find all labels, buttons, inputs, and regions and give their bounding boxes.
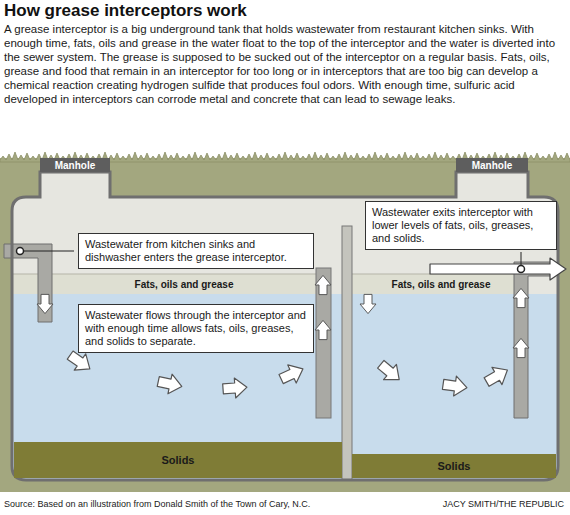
node-text: Manhole — [472, 160, 513, 171]
exit-arrow — [430, 258, 566, 280]
node-text: Manhole — [55, 160, 96, 171]
solids-layer: Solids — [352, 454, 556, 478]
callout-box: Wastewater from kitchen sinks and dishwa… — [78, 233, 314, 269]
credit-text: JACY SMITH/THE REPUBLIC — [443, 499, 564, 509]
tank-interior — [0, 150, 570, 490]
node-text: Solids — [437, 460, 470, 472]
callout-box: Wastewater exits interceptor with lower … — [365, 201, 557, 250]
outlet-pipe — [514, 262, 552, 418]
manhole-cap: Manhole — [40, 158, 110, 172]
node-text: Solids — [161, 454, 194, 466]
flow-arrows — [37, 275, 529, 398]
node-text: Wastewater flows through the interceptor… — [85, 309, 307, 348]
manhole-cap: Manhole — [456, 158, 528, 172]
leader-line — [521, 252, 522, 265]
tank-outline — [12, 172, 558, 480]
leader-dot — [17, 248, 24, 255]
chart-title: How grease interceptors work — [4, 1, 247, 21]
grease-layer: Fats, oils and grease — [56, 275, 312, 293]
callout-box: Wastewater flows through the interceptor… — [78, 304, 314, 353]
leader-dot — [518, 266, 525, 273]
node-text: Wastewater exits interceptor with lower … — [372, 206, 550, 245]
crossover-pipe — [316, 268, 331, 418]
node-text: Wastewater from kitchen sinks and dishwa… — [85, 238, 307, 264]
source-caption: Source: Based on an illustration from Do… — [4, 499, 310, 509]
grease-layer: Fats, oils and grease — [372, 275, 510, 293]
divider-wall — [342, 226, 352, 480]
node-text: Fats, oils and grease — [135, 279, 234, 290]
solids-layer: Solids — [14, 442, 342, 478]
node-text: Fats, oils and grease — [392, 279, 491, 290]
intro-text: A grease interceptor is a big undergroun… — [4, 22, 566, 106]
leader-line — [24, 251, 74, 252]
